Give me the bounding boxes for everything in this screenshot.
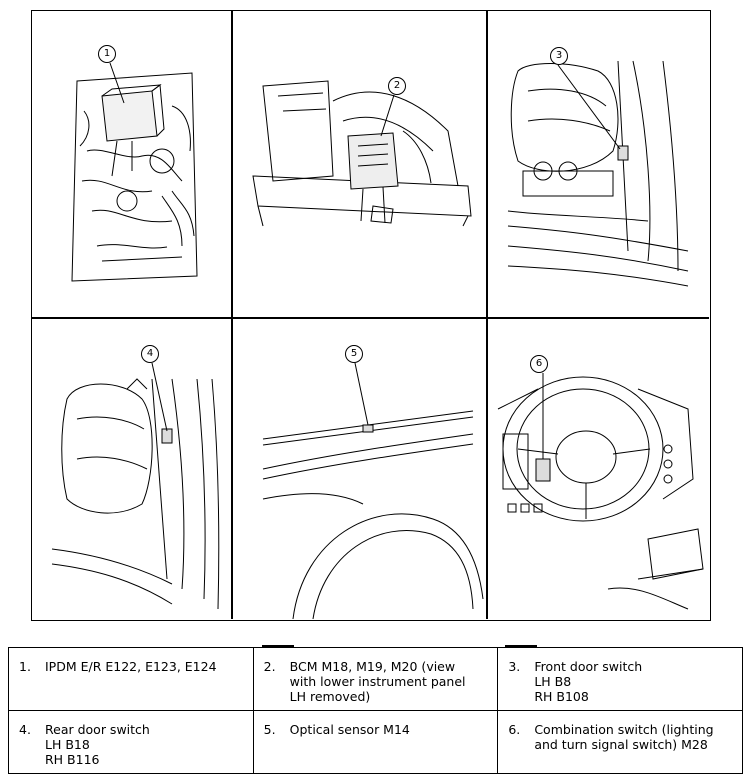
grid-divider — [486, 11, 488, 619]
illustration-ipdm-engine-room — [32, 11, 231, 317]
illustration-front-door-switch — [488, 11, 710, 317]
legend-item-6: 6.Combination switch (lighting and turn … — [497, 710, 743, 774]
legend-item-3: 3.Front door switch LH B8 RH B108 — [497, 647, 743, 711]
legend-item-1: 1.IPDM E/R E122, E123, E124 — [8, 647, 254, 711]
illustration-bcm-instrument-panel — [233, 11, 486, 317]
callout-4: 4 — [141, 345, 159, 363]
component-location-figure: 1 2 — [31, 10, 711, 621]
grid-divider — [32, 317, 709, 319]
callout-3: 3 — [550, 47, 568, 65]
legend-separator — [505, 645, 537, 648]
callout-2: 2 — [388, 77, 406, 95]
illustration-optical-sensor — [233, 319, 486, 619]
callout-5: 5 — [345, 345, 363, 363]
legend-item-2: 2.BCM M18, M19, M20 (view with lower ins… — [252, 647, 499, 711]
legend-table: 1.IPDM E/R E122, E123, E124 2.BCM M18, M… — [8, 647, 743, 774]
grid-divider — [231, 11, 233, 619]
legend-item-5: 5.Optical sensor M14 — [252, 710, 499, 774]
legend-item-4: 4.Rear door switch LH B18 RH B116 — [8, 710, 254, 774]
illustration-rear-door-switch — [32, 319, 231, 619]
legend-separator — [262, 645, 294, 648]
callout-6: 6 — [530, 355, 548, 373]
callout-1: 1 — [98, 45, 116, 63]
illustration-combination-switch — [488, 319, 710, 619]
